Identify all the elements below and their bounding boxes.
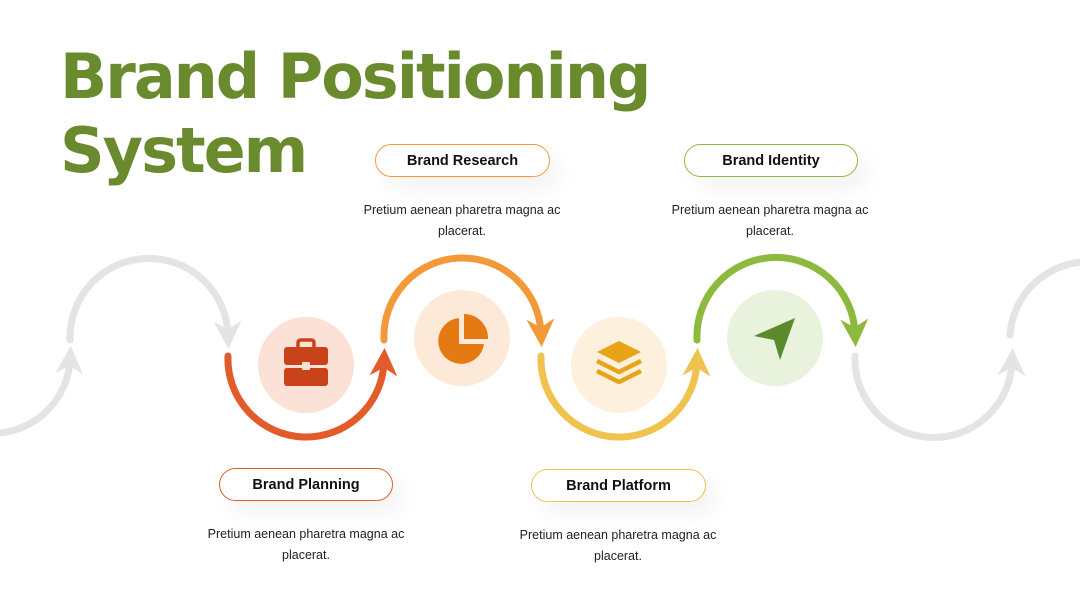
pie-chart-icon — [438, 314, 489, 364]
circle-brand-research — [414, 290, 510, 386]
briefcase-icon — [284, 338, 328, 386]
step-label: Brand Identity — [722, 152, 820, 169]
desc-brand-planning: Pretium aenean pharetra magna ac placera… — [207, 527, 405, 562]
step-label: Brand Platform — [566, 477, 671, 494]
pill-brand-platform: Brand Platform — [531, 469, 706, 502]
pill-brand-identity: Brand Identity — [684, 144, 858, 177]
pill-brand-planning: Brand Planning — [219, 468, 393, 501]
title-line-2: System — [60, 114, 308, 187]
arc-brand-identity — [693, 254, 869, 347]
connector-arc-right-lower — [851, 348, 1026, 441]
desc-brand-identity: Pretium aenean pharetra magna ac placera… — [671, 203, 869, 238]
desc-brand-research: Pretium aenean pharetra magna ac placera… — [363, 203, 561, 238]
connector-arc-right-upper — [1006, 258, 1080, 339]
connector-arc-left-lower — [0, 346, 84, 437]
layers-icon — [595, 341, 643, 385]
arc-brand-research — [380, 254, 555, 347]
step-label: Brand Research — [406, 152, 519, 169]
title-line-1: Brand Positioning — [60, 40, 651, 113]
pill-brand-research: Brand Research — [375, 144, 550, 177]
desc-brand-platform: Pretium aenean pharetra magna ac placera… — [519, 528, 717, 563]
page-title: Brand Positioning System — [60, 40, 651, 188]
paper-plane-icon — [754, 318, 795, 360]
connector-arc-left-upper — [66, 255, 242, 349]
step-label: Brand Planning — [252, 476, 360, 493]
circle-brand-platform — [571, 317, 667, 413]
arc-brand-planning — [224, 348, 398, 441]
arc-brand-platform — [537, 348, 711, 441]
